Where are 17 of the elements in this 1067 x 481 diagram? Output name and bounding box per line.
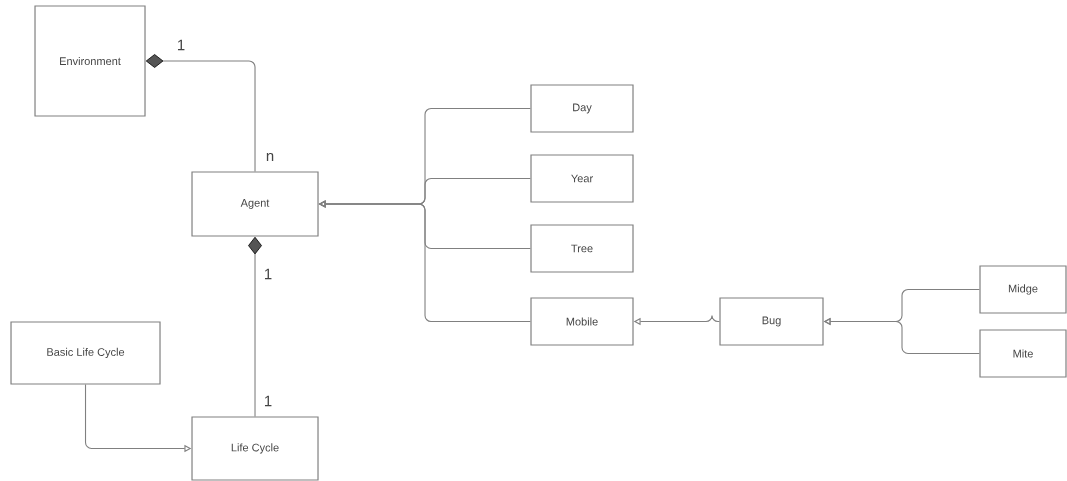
multiplicity-label: 1	[265, 268, 272, 280]
class-box: Life Cycle	[191, 416, 319, 481]
connector	[248, 236, 262, 417]
class-box: Midge	[979, 265, 1067, 314]
class-box: Environment	[34, 5, 146, 117]
class-box: Day	[530, 84, 634, 133]
multiplicity-label: 1	[265, 395, 272, 407]
class-box: Mite	[979, 329, 1067, 378]
class-box: Mobile	[530, 297, 634, 346]
connector	[145, 54, 256, 172]
multiplicity-label: 1	[178, 39, 185, 51]
multiplicity-label: n	[266, 152, 274, 162]
class-box: Basic Life Cycle	[10, 321, 161, 385]
class-box: Tree	[530, 224, 634, 273]
class-box: Bug	[719, 297, 824, 346]
class-box: Year	[530, 154, 634, 203]
class-box: Agent	[191, 171, 319, 237]
